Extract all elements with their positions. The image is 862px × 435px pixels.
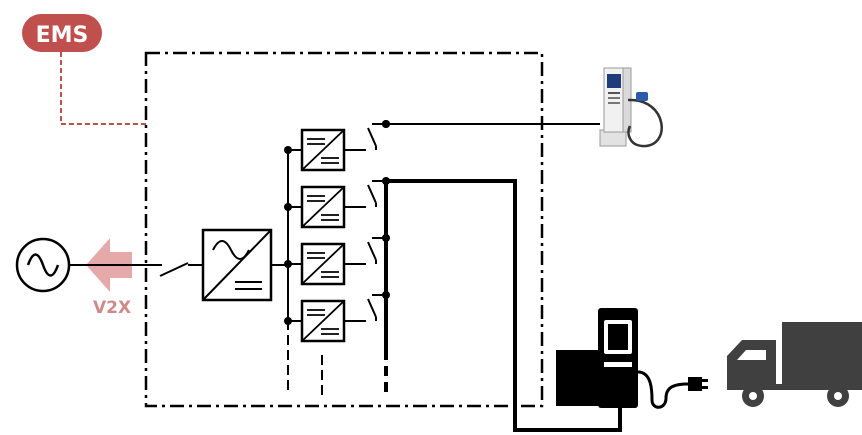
ems-link [60, 52, 148, 125]
charging-cable [637, 370, 689, 409]
converter-module-4 [284, 291, 390, 343]
sine-wave-icon [15, 237, 71, 293]
module-switch-3[interactable] [367, 241, 377, 261]
converter-modules [284, 120, 390, 343]
dispenser-cable [386, 179, 622, 432]
module-switch-2[interactable] [367, 184, 377, 204]
module-switch-1[interactable] [367, 127, 377, 147]
charging-plug-icon [688, 377, 708, 391]
converter-module-2 [284, 177, 390, 229]
converter-module-3 [284, 234, 390, 286]
ac-dc-converter [201, 228, 273, 302]
system-boundary [144, 51, 544, 408]
v2x-label: V2X [93, 298, 131, 318]
ems-label: EMS [36, 23, 89, 48]
main-switch[interactable] [159, 262, 189, 277]
truck-icon [727, 322, 862, 407]
charging-dispenser-icon [556, 308, 638, 408]
ems-badge[interactable]: EMS [22, 14, 102, 52]
wallbox-charger-icon [599, 67, 663, 148]
converter-module-1 [284, 120, 390, 172]
module-switch-4[interactable] [367, 298, 377, 318]
